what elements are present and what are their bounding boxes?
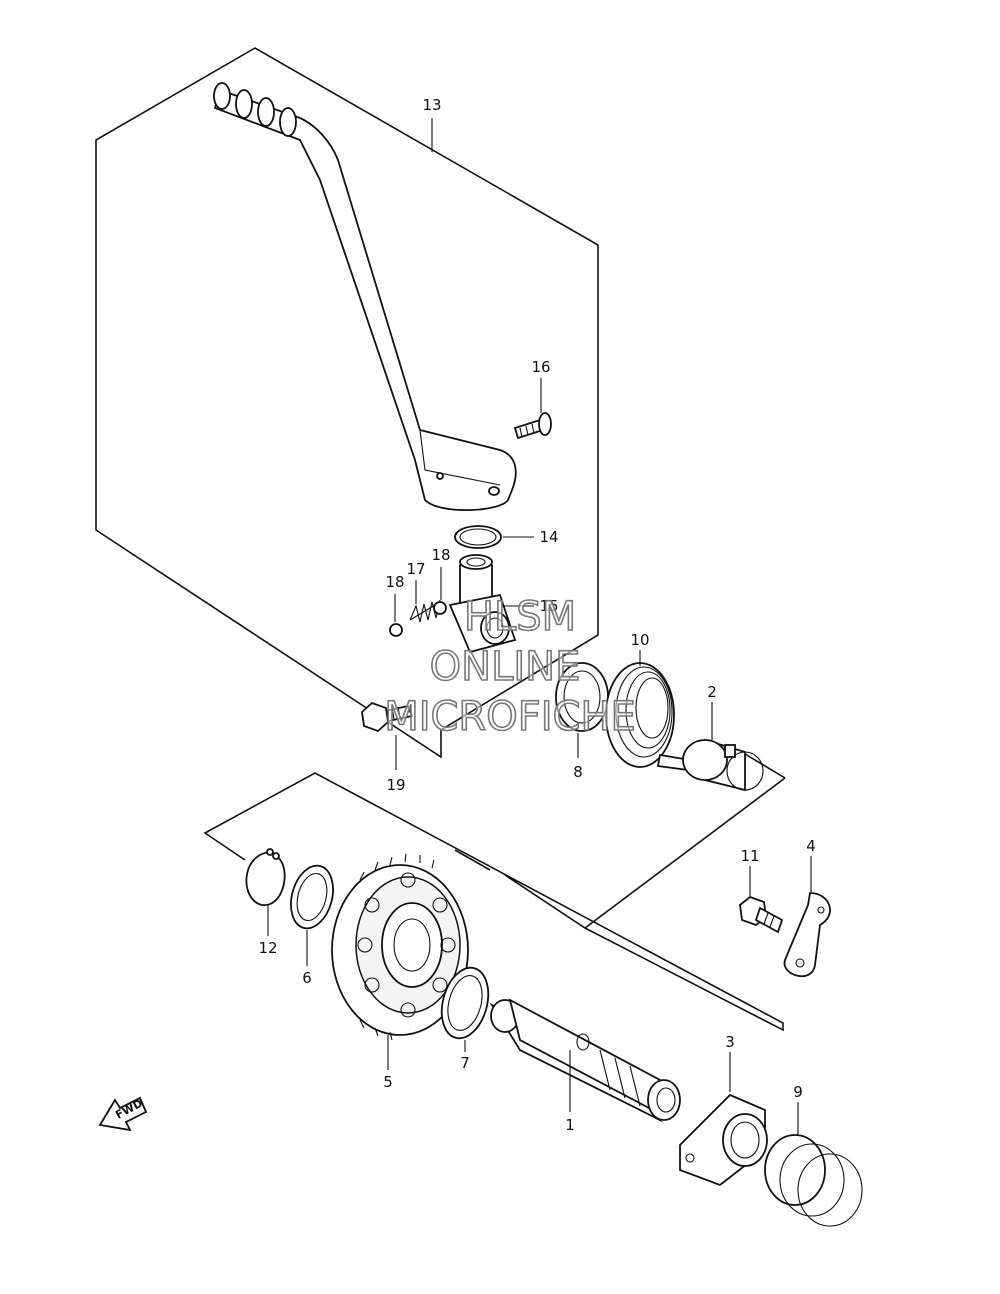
watermark: HLSM ONLINE MICROFICHE — [383, 593, 636, 741]
kick-idle-gear — [331, 853, 469, 1041]
kick-drive-gear — [679, 1093, 768, 1187]
callout-15: 15 — [539, 597, 558, 615]
watermark-line-3: MICROFICHE — [384, 694, 636, 740]
frame-dash — [454, 849, 491, 871]
shaft-washer — [440, 966, 490, 1040]
callout-1: 1 — [565, 1116, 575, 1134]
watermark-line-1: HLSM — [464, 594, 576, 640]
kick-starter-boss — [448, 554, 517, 654]
callout-18-right: 18 — [431, 546, 450, 564]
callout-9: 9 — [793, 1083, 803, 1101]
callout-6: 6 — [302, 969, 312, 987]
callout-10: 10 — [630, 631, 649, 649]
guide-bolt — [739, 895, 784, 934]
steel-ball-right — [433, 601, 447, 615]
callout-2: 2 — [707, 683, 717, 701]
guide-plate — [783, 892, 831, 977]
steel-ball-left — [389, 623, 403, 637]
kick-lever-group-frame — [95, 47, 599, 759]
o-ring — [454, 525, 502, 549]
drive-gear-spring — [764, 1134, 863, 1227]
callout-12: 12 — [258, 939, 277, 957]
frame-link-b — [584, 777, 786, 929]
frame-link-a — [744, 753, 786, 779]
kick-starter-lever — [213, 82, 517, 512]
boss-bolt — [361, 701, 414, 733]
callout-5: 5 — [383, 1073, 393, 1091]
callout-7: 7 — [460, 1054, 470, 1072]
callout-13: 13 — [422, 96, 441, 114]
callout-18-left: 18 — [385, 573, 404, 591]
callout-4: 4 — [806, 837, 816, 855]
callout-3: 3 — [725, 1033, 735, 1051]
thrust-washer — [290, 864, 334, 930]
forward-direction-arrow: FWD — [98, 1097, 148, 1132]
callout-14: 14 — [539, 528, 558, 546]
callout-11: 11 — [740, 847, 759, 865]
callout-8: 8 — [573, 763, 583, 781]
lever-bolt — [513, 412, 552, 440]
circlip — [245, 848, 286, 906]
kick-starter-shaft — [489, 998, 681, 1123]
spring-guide — [682, 738, 764, 792]
callout-16: 16 — [531, 358, 550, 376]
callout-19: 19 — [386, 776, 405, 794]
watermark-line-2: ONLINE — [430, 644, 581, 690]
callout-17: 17 — [406, 560, 425, 578]
callout-numbers: 13 16 14 15 18 17 18 19 8 10 2 4 11 12 6… — [258, 96, 815, 1134]
leader-lines — [267, 118, 812, 1135]
